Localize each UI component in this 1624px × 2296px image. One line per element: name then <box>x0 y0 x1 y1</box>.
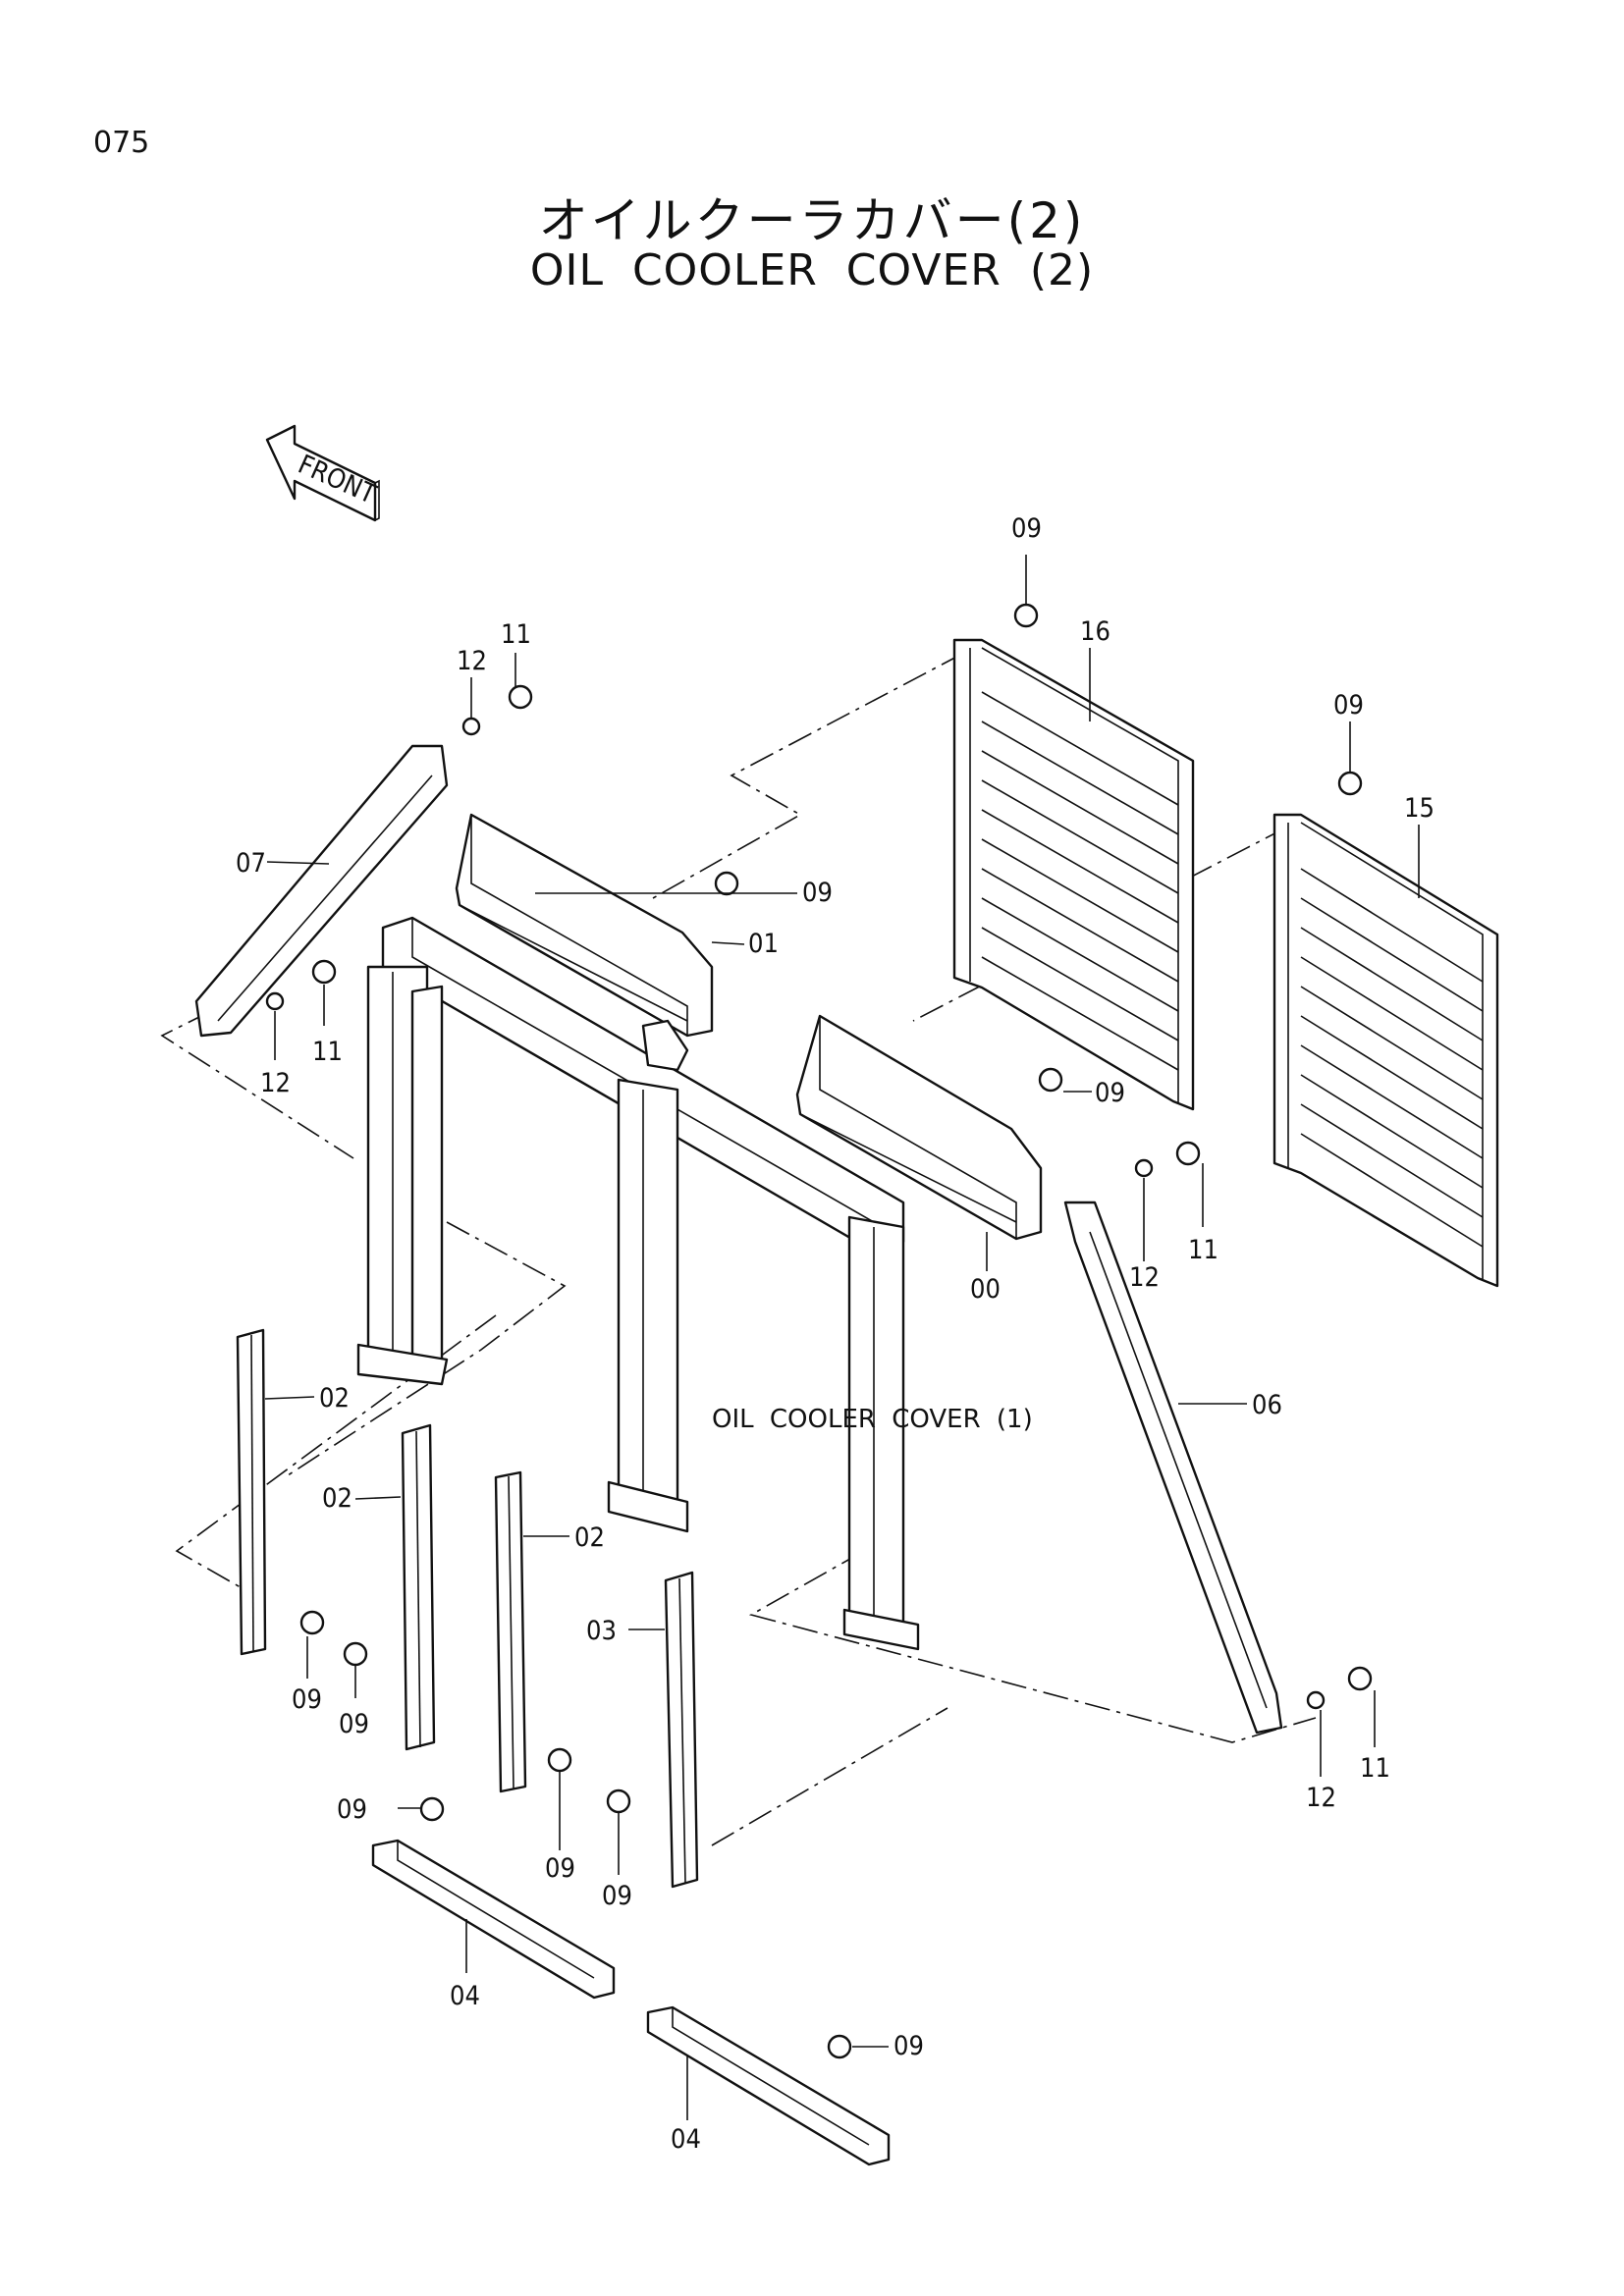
callout-12-right: 12 <box>1129 1262 1160 1293</box>
callout-09-top-right-panel: 09 <box>1011 513 1042 544</box>
callout-06: 06 <box>1252 1390 1282 1420</box>
title-english: OIL COOLER COVER (2) <box>529 245 1095 295</box>
callout-16: 16 <box>1080 616 1110 647</box>
seal-post-03 <box>664 1571 699 1889</box>
callout-15: 15 <box>1404 793 1435 824</box>
leader-lines <box>264 555 1420 2120</box>
callout-09-far-right: 09 <box>1333 690 1364 721</box>
bracket-00 <box>795 1014 1043 1241</box>
callout-12-top: 12 <box>457 646 487 676</box>
callout-11-top: 11 <box>501 619 531 650</box>
callout-02-b: 02 <box>322 1483 352 1514</box>
callout-04-a: 04 <box>450 1981 480 2011</box>
callout-04-b: 04 <box>671 2124 701 2155</box>
callout-09-post-a: 09 <box>292 1684 322 1715</box>
callout-02-a: 02 <box>319 1383 350 1414</box>
washer-icons <box>265 717 1326 1710</box>
reference-label-oil-cooler-cover-1: OIL COOLER COVER (1) <box>712 1405 1033 1434</box>
callout-09-post-c: 09 <box>545 1853 575 1884</box>
page-number: 075 <box>93 126 150 160</box>
main-frame <box>356 916 920 1651</box>
callout-01: 01 <box>748 929 779 959</box>
grille-panel-15 <box>1272 813 1499 1288</box>
callout-09-seal-b: 09 <box>893 2031 924 2061</box>
callout-09-bracket-01: 09 <box>802 878 833 908</box>
bracket-01 <box>455 813 714 1038</box>
bolt-icons <box>299 603 1373 2059</box>
stay-06 <box>1063 1201 1283 1735</box>
callout-09-post-d: 09 <box>602 1881 632 1911</box>
seal-04-a <box>371 1839 616 2000</box>
callout-02-c: 02 <box>574 1522 605 1553</box>
seal-post-02-c <box>494 1470 527 1793</box>
callout-09-bracket-00: 09 <box>1095 1078 1125 1108</box>
stay-07 <box>194 744 449 1038</box>
callout-11-right: 11 <box>1188 1235 1218 1265</box>
callout-11-left: 11 <box>312 1037 343 1067</box>
callout-03: 03 <box>586 1616 617 1646</box>
callout-12-bottom: 12 <box>1306 1783 1336 1813</box>
seal-04-b <box>646 2005 891 2166</box>
title-japanese: オイルクーラカバー(2) <box>538 192 1086 249</box>
seal-post-02-b <box>401 1423 436 1751</box>
seal-post-02-a <box>236 1328 267 1656</box>
callout-00: 00 <box>970 1274 1001 1305</box>
front-arrow-icon: FRONT <box>265 424 380 522</box>
callout-12-left: 12 <box>260 1068 291 1098</box>
callout-07: 07 <box>236 848 266 879</box>
callout-09-seal-a: 09 <box>337 1794 367 1825</box>
grille-panel-16 <box>952 638 1195 1111</box>
callout-11-bottom: 11 <box>1360 1753 1390 1784</box>
assembly-phantom-lines <box>160 652 1317 1846</box>
callout-09-post-b: 09 <box>339 1709 369 1739</box>
